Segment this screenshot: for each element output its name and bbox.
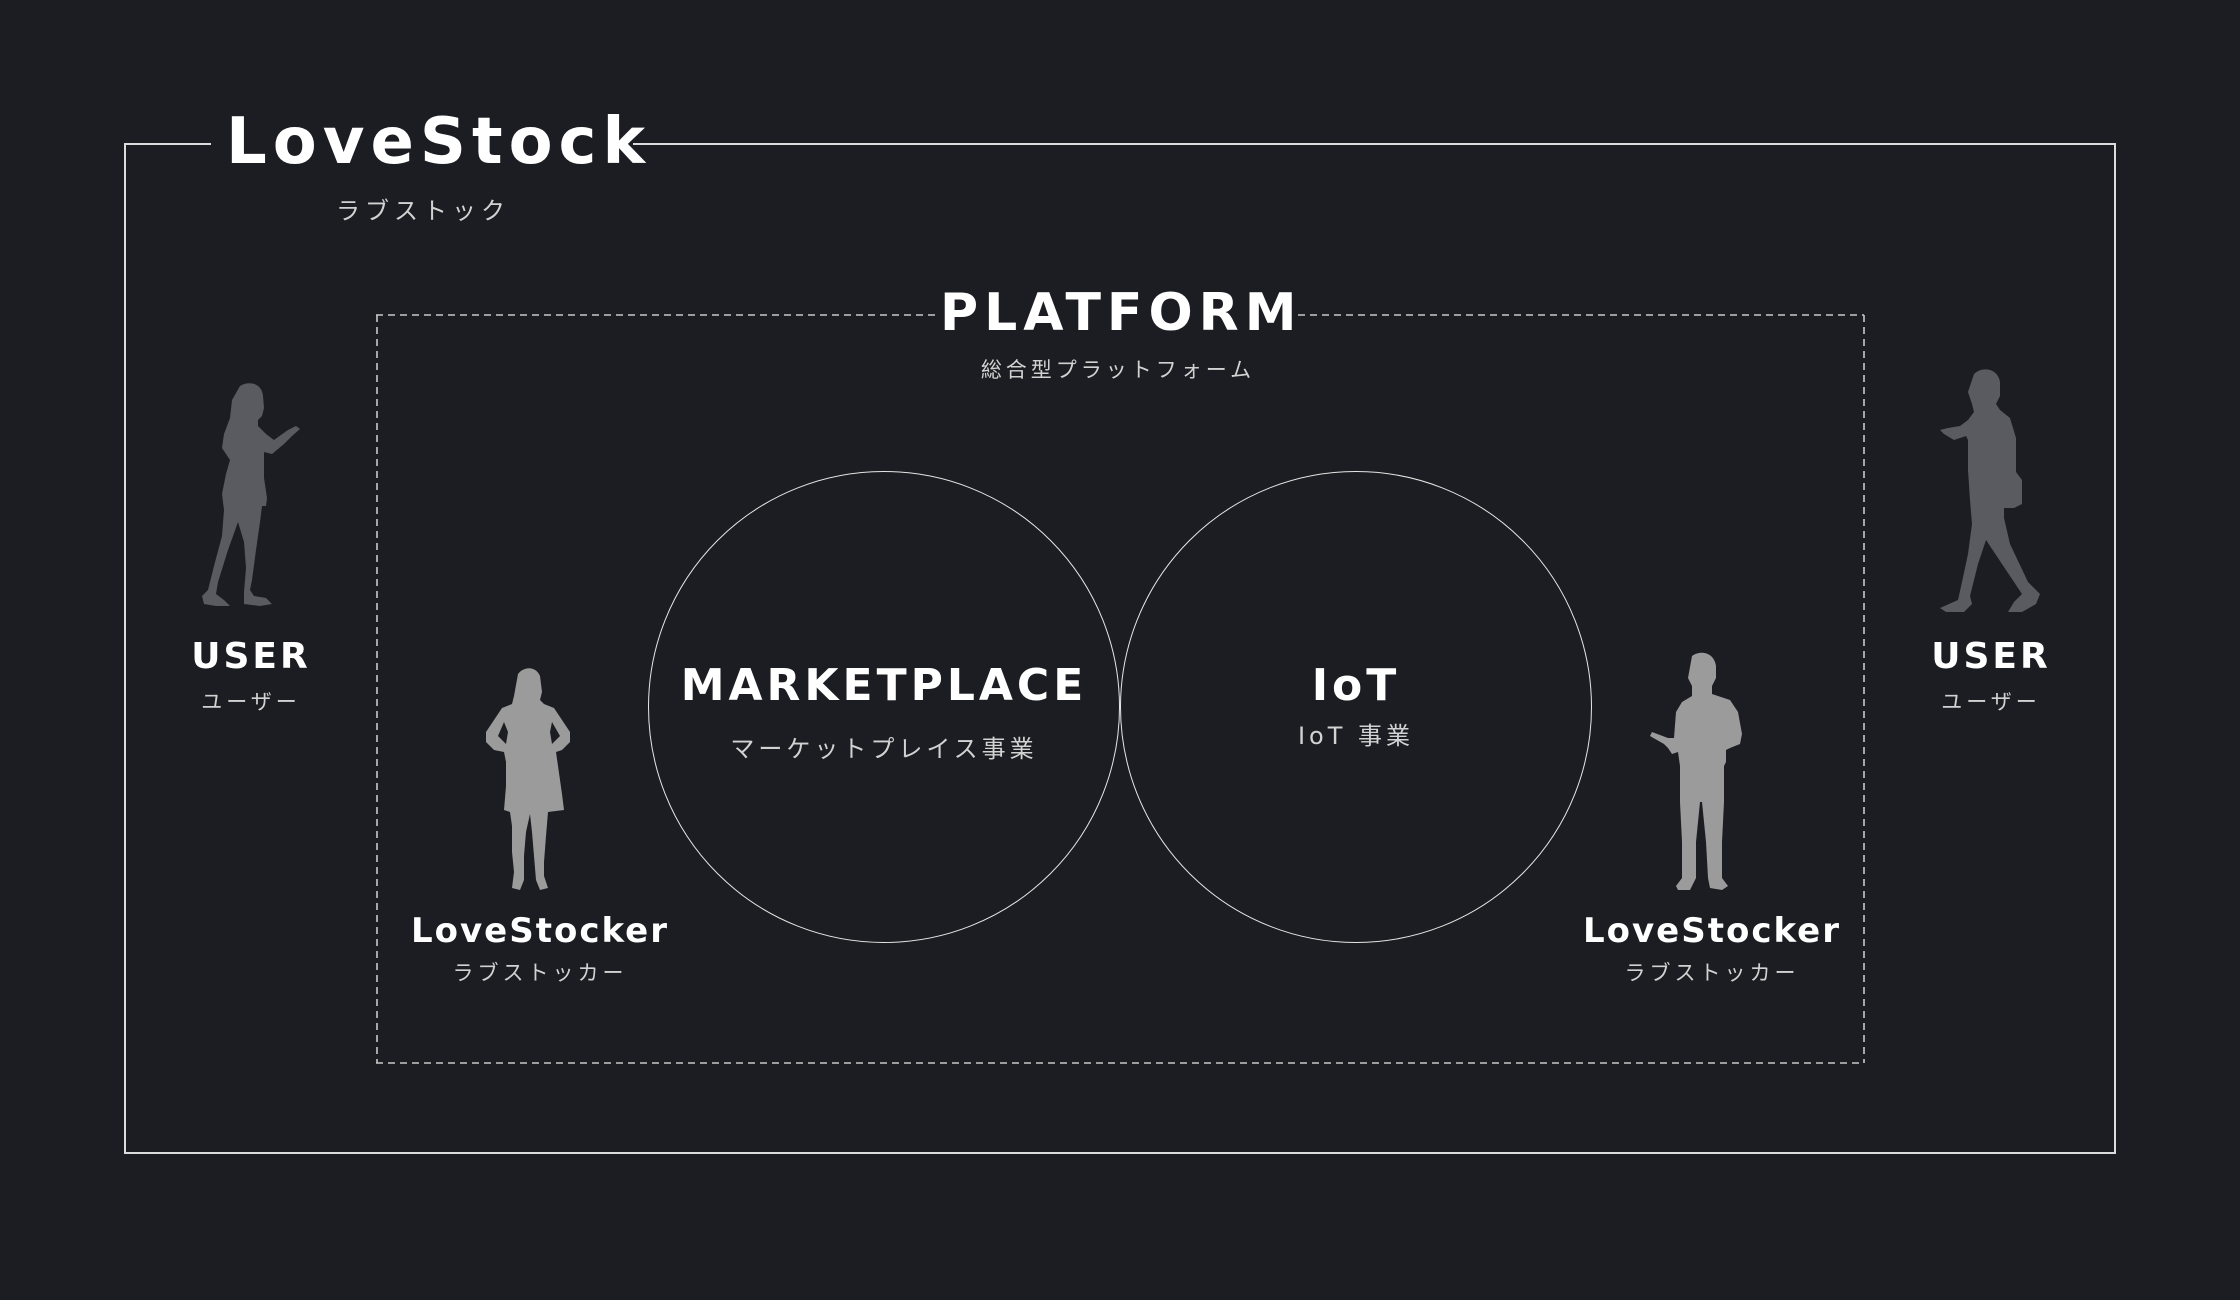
lovestocker-left-sublabel: ラブストッカー	[452, 961, 628, 985]
lovestocker-right-label: LoveStocker	[1582, 911, 1842, 951]
lovestock-frame-top-left-line	[124, 143, 211, 145]
brand-title: LoveStock	[226, 105, 652, 179]
lovestocker-left-label: LoveStocker	[410, 911, 670, 951]
user-left-label: USER	[191, 636, 311, 677]
lovestock-frame	[124, 144, 2116, 1154]
user-left-sublabel: ユーザー	[201, 690, 301, 714]
standing-woman-icon	[484, 666, 574, 894]
brand-subtitle: ラブストック	[336, 197, 510, 225]
marketplace-subtitle: マーケットプレイス事業	[730, 735, 1038, 763]
walking-woman-icon	[200, 382, 310, 614]
platform-subtitle: 総合型プラットフォーム	[980, 358, 1256, 382]
marketplace-title: MARKETPLACE	[680, 660, 1088, 711]
user-right-sublabel: ユーザー	[1941, 690, 2041, 714]
platform-title: PLATFORM	[940, 283, 1303, 343]
walking-man-icon	[1938, 368, 2048, 614]
iot-subtitle: IoT 事業	[1297, 722, 1415, 750]
marketplace-circle	[648, 471, 1120, 943]
iot-title: IoT	[1311, 660, 1401, 711]
platform-frame	[376, 314, 1865, 1065]
standing-man-icon	[1648, 652, 1748, 896]
lovestock-frame-top-right-line	[633, 143, 2116, 145]
iot-circle	[1120, 471, 1592, 943]
user-right-label: USER	[1931, 636, 2051, 677]
lovestocker-right-sublabel: ラブストッカー	[1624, 961, 1800, 985]
platform-dashed-border	[376, 314, 1865, 1064]
